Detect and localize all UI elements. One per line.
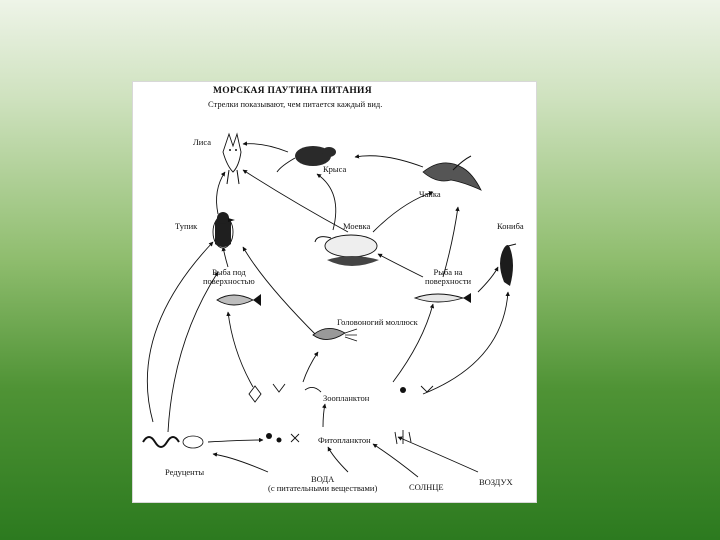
label-air: ВОЗДУХ [479, 478, 513, 487]
label-fish-surface-line2: поверхности [425, 276, 471, 286]
label-fox: Лиса [193, 138, 211, 147]
arrow-fish-deep-to-puffin [223, 247, 228, 267]
arrow-rat-to-fox [243, 144, 288, 152]
label-kittiwake: Моевка [343, 222, 370, 231]
label-puffin: Тупик [175, 222, 197, 231]
label-fish-surface: Рыба на поверхности [425, 268, 471, 286]
squid-icon [313, 328, 357, 341]
arrow-decomposers-to-phyto [208, 440, 263, 442]
gull-icon [423, 156, 481, 190]
label-sun: СОЛНЦЕ [409, 483, 444, 492]
label-fish-deep-line2: поверхностью [203, 276, 255, 286]
fox-icon [223, 134, 241, 184]
arrow-fish-surface-to-cormorant [478, 267, 498, 292]
label-zooplankton: Зоопланктон [323, 394, 369, 403]
label-water-note: (с питательными веществами) [268, 483, 377, 493]
fish-icon [217, 294, 261, 306]
food-arrows [147, 144, 508, 477]
arrow-gull-to-rat [355, 156, 423, 167]
label-cephalopod: Головоногий моллюск [337, 318, 418, 327]
label-water: ВОДА (с питательными веществами) [268, 475, 377, 493]
puffin-icon [213, 212, 235, 248]
arrow-water-to-decomposers [213, 454, 268, 472]
label-rat: Крыса [323, 165, 346, 174]
arrow-water-to-phyto [328, 447, 348, 472]
label-decomposers: Редуценты [165, 468, 204, 477]
arrow-zooplankton-to-fish-deep [228, 312, 253, 387]
arrow-cephalopod-to-puffin [243, 247, 318, 337]
arrow-kittiwake-to-fox [243, 170, 348, 232]
arrow-fish-surface-to-kittiwake [378, 254, 423, 277]
arrow-puffin-to-fox [217, 172, 225, 214]
arrow-zooplankton-to-cormorant [423, 292, 508, 394]
label-gull: Чайка [419, 190, 441, 199]
arrow-decomposers-to-fish-deep [168, 272, 218, 432]
fish-icon [415, 293, 471, 303]
label-phytoplankton: Фитопланктон [318, 436, 371, 445]
arrow-air-to-phyto [398, 437, 478, 472]
arrow-sun-to-phyto [373, 444, 418, 477]
kittiwake-icon [315, 235, 379, 266]
arrow-zooplankton-to-fish-surface [393, 304, 433, 382]
arrow-phyto-to-zooplankton [323, 404, 325, 427]
cormorant-icon [500, 244, 516, 286]
arrow-zooplankton-to-cephalopod [303, 352, 318, 382]
label-cormorant: Кониба [497, 222, 524, 231]
worm-icon [143, 436, 203, 448]
arrow-kittiwake-to-rat [317, 174, 336, 230]
food-web-figure: МОРСКАЯ ПАУТИНА ПИТАНИЯ Стрелки показыва… [133, 82, 536, 502]
label-fish-deep: Рыба под поверхностью [203, 268, 255, 286]
